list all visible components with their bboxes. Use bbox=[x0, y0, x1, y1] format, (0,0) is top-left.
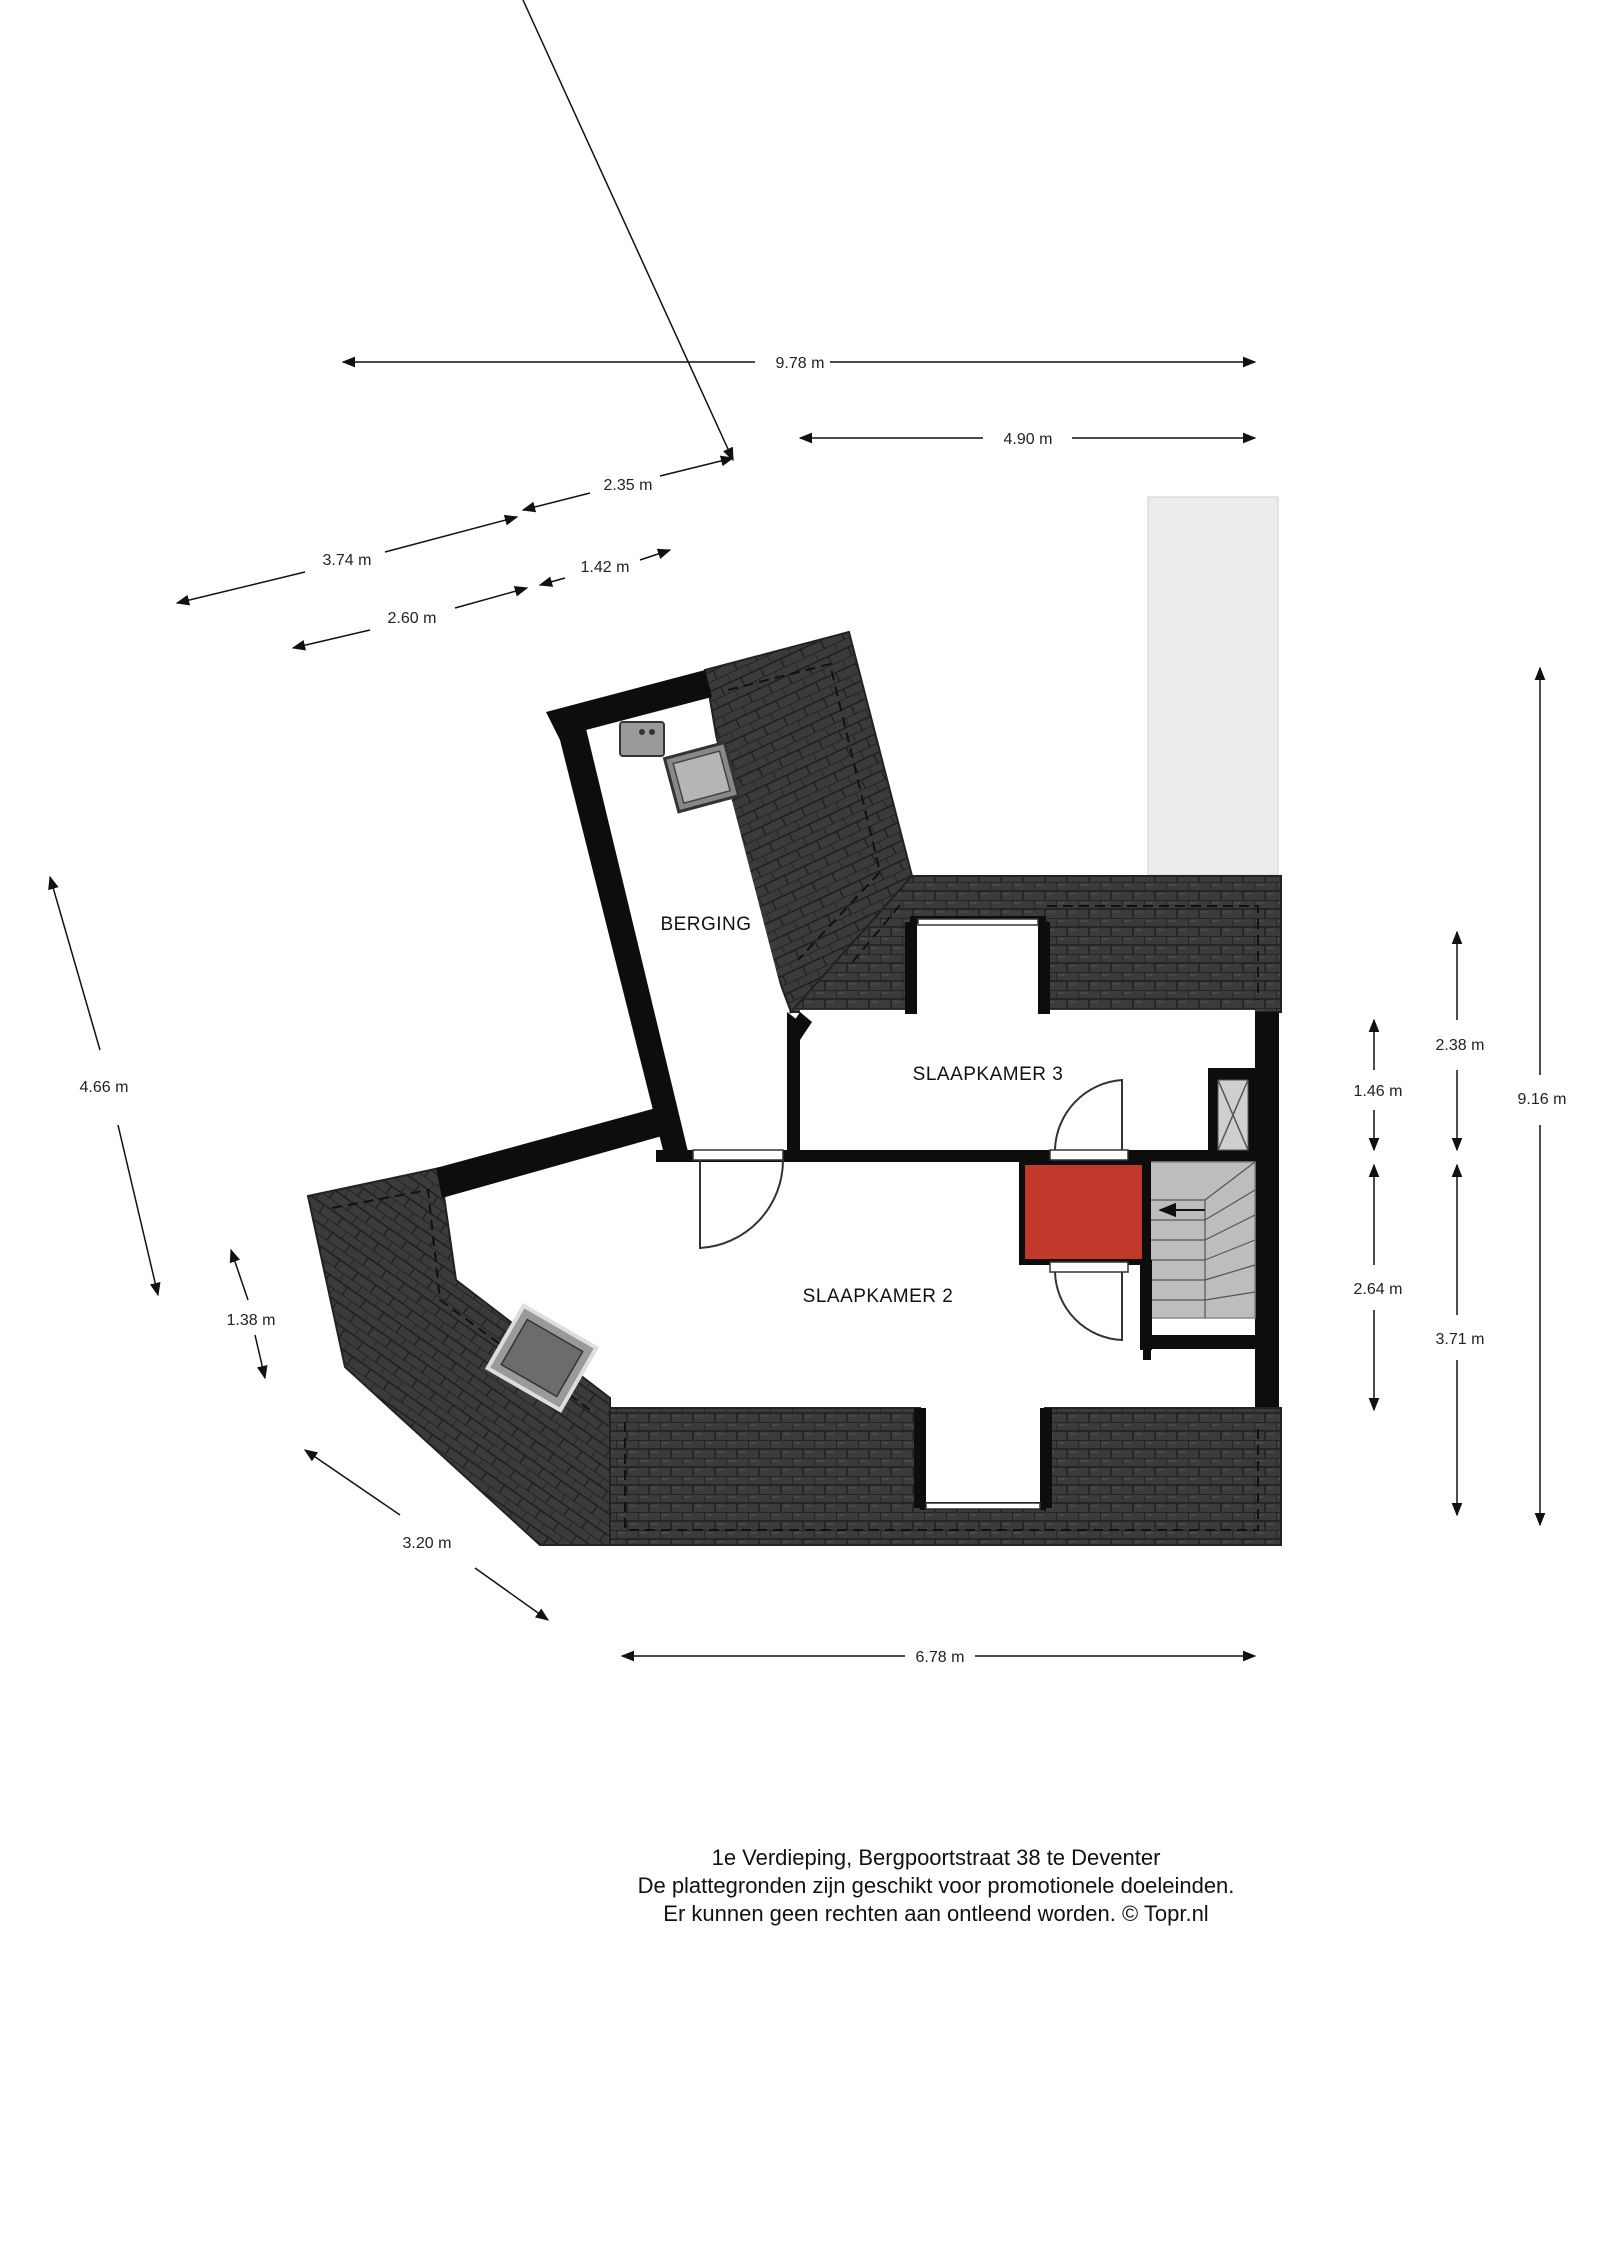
dim-diag-a: 2.35 m bbox=[604, 477, 653, 494]
dim-top-right: 4.90 m bbox=[1004, 431, 1053, 448]
window-slaapkamer-3 bbox=[917, 918, 1039, 926]
dim-right-total: 9.16 m bbox=[1518, 1091, 1567, 1108]
stair-opening bbox=[1019, 1159, 1148, 1265]
caption-line-1: 1e Verdieping, Bergpoortstraat 38 te Dev… bbox=[711, 1845, 1161, 1870]
label-berging: BERGING bbox=[660, 914, 751, 935]
dim-left-diag: 4.66 m bbox=[80, 1079, 129, 1096]
label-slaapkamer-3: SLAAPKAMER 3 bbox=[913, 1064, 1064, 1085]
boiler bbox=[619, 721, 665, 757]
room-berging bbox=[582, 697, 790, 1155]
dim-right-c: 2.64 m bbox=[1354, 1281, 1403, 1298]
dim-right-b: 2.38 m bbox=[1436, 1037, 1485, 1054]
dim-right-d: 3.71 m bbox=[1436, 1331, 1485, 1348]
dim-top-total: 9.78 m bbox=[776, 355, 825, 372]
dim-diag-c: 1.42 m bbox=[581, 559, 630, 576]
dim-bottom: 6.78 m bbox=[916, 1649, 965, 1666]
dim-left-small: 1.38 m bbox=[227, 1312, 276, 1329]
chimney bbox=[1147, 496, 1279, 876]
caption: 1e Verdieping, Bergpoortstraat 38 te Dev… bbox=[0, 1844, 1600, 1928]
caption-line-3: Er kunnen geen rechten aan ontleend word… bbox=[663, 1901, 1209, 1926]
label-slaapkamer-2: SLAAPKAMER 2 bbox=[803, 1286, 954, 1307]
dim-diag-b: 3.74 m bbox=[323, 552, 372, 569]
window-slaapkamer-2 bbox=[925, 1502, 1041, 1510]
dim-bottom-diag: 3.20 m bbox=[403, 1535, 452, 1552]
wall-diagonal bbox=[436, 1108, 662, 1198]
door-slaapkamer-2 bbox=[1049, 1261, 1129, 1342]
dim-diag-d: 2.60 m bbox=[388, 610, 437, 627]
door-berging bbox=[692, 1149, 785, 1250]
roof-bottom bbox=[609, 1407, 1282, 1546]
caption-line-2: De plattegronden zijn geschikt voor prom… bbox=[637, 1873, 1235, 1898]
skylight-slaapkamer-2 bbox=[484, 1303, 600, 1413]
door-slaapkamer-3 bbox=[1049, 1078, 1129, 1161]
dim-right-a: 1.46 m bbox=[1354, 1083, 1403, 1100]
wall-right bbox=[1255, 1012, 1279, 1407]
skylight-berging bbox=[662, 740, 741, 814]
